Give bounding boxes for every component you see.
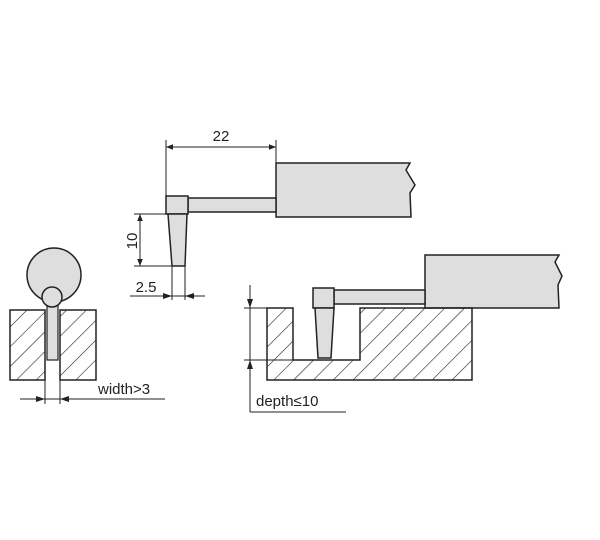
probe-detail: 22 10 2.5 [124, 128, 416, 300]
groove-workpiece [266, 307, 473, 381]
depth-groove-detail: depth≤10 [244, 254, 563, 413]
slot-block-right [59, 309, 97, 381]
dim-depth-arrow-bottom [247, 360, 253, 369]
probe-tip-stylus-right [314, 307, 335, 359]
probe-ball-small [41, 286, 63, 308]
dim-width-label: width>3 [97, 381, 150, 398]
probe-arm-right [333, 289, 426, 305]
dim-10-label: 10 [124, 233, 141, 250]
dim-2.5-label: 2.5 [136, 279, 157, 296]
probe-arm [187, 197, 277, 213]
probe-tip-head [165, 195, 189, 215]
dim-2.5-arrow-left [163, 293, 172, 299]
dim-22-label: 22 [213, 128, 230, 145]
dim-depth-arrow-top [247, 299, 253, 308]
dim-width-arrow-right [60, 396, 69, 402]
dim-2.5-arrow-right [185, 293, 194, 299]
dim-depth-label: depth≤10 [256, 393, 318, 410]
probe-tip-stylus [167, 213, 188, 267]
probe-tip-head-right [312, 287, 335, 309]
probe-body [275, 162, 416, 218]
probe-body-right [424, 254, 563, 309]
width-slot-detail: width>3 [9, 247, 165, 404]
slot-block-left [9, 309, 46, 381]
dim-width-arrow-left [36, 396, 45, 402]
